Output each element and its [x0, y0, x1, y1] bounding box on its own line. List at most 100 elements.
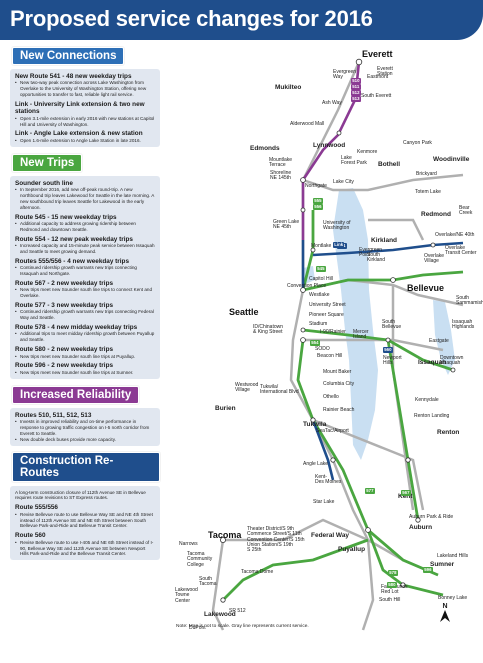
label-angle-lake: Angle Lake — [303, 461, 329, 467]
label-mukilteo: Mukilteo — [275, 84, 302, 91]
route-title: Routes 510, 511, 512, 513 — [15, 411, 92, 419]
label-issaquah: Issaquah — [418, 359, 447, 366]
route-badge-578: 578 — [388, 569, 398, 576]
label-south-kirkland: South Kirkland — [367, 252, 386, 264]
new-trip-routes — [222, 210, 464, 601]
label-evergreen-way: Evergreen Way — [333, 69, 357, 81]
label-sodo: SODO — [315, 346, 330, 352]
route-description: New trips meet new Sounder south line tr… — [15, 287, 155, 299]
label-federal-way: Federal Way — [311, 532, 350, 539]
route-description: Continued ridership growth warrants new … — [15, 265, 155, 277]
route-title: Sounder south line — [15, 179, 73, 187]
route-description: Invests in improved reliability and on-t… — [15, 419, 155, 437]
label-kent-des-moines: Kent- Des Moines — [315, 474, 342, 486]
label-seattle: Seattle — [229, 307, 259, 317]
label-othello: Othello — [323, 394, 339, 400]
map-svg — [163, 40, 464, 631]
label-mercer-island: Mercer Island — [353, 329, 369, 341]
label-tacoma-dome: Tacoma Dome — [241, 569, 274, 575]
route-badge-513: 513 — [351, 95, 361, 102]
label-puyallup: Puyallup — [338, 546, 366, 553]
label-star-lake: Star Lake — [313, 499, 335, 505]
label-lake-forest: Lake Forest Park — [341, 155, 367, 167]
route-title: Route 577 - 3 new weekday trips — [15, 301, 114, 309]
label-capitol-hill: Capitol Hill — [309, 276, 333, 282]
route-badge-567: 567 — [401, 489, 411, 496]
label-auburn-pr: Auburn Park & Ride — [409, 514, 454, 520]
label-westwood: Westwood Village — [235, 382, 259, 394]
label-totem-lake: Totem Lake — [415, 189, 441, 195]
new-connection-routes — [301, 240, 464, 481]
label-alderwood: Alderwood Mall — [290, 121, 325, 127]
label-bellevue: Bellevue — [407, 283, 445, 293]
label-auburn: Auburn — [409, 524, 433, 531]
label-lakewood: Lakewood — [204, 611, 236, 618]
label-montlake: Montlake — [311, 243, 332, 249]
route-badge-512: 512 — [351, 89, 361, 96]
label-beacon-hill: Beacon Hill — [317, 353, 343, 359]
label-kent: Kent — [398, 493, 413, 500]
label-kirkland: Kirkland — [371, 237, 398, 244]
label-tukwila-intl: Tukwila/ International Blvd — [260, 384, 299, 396]
route-title: Route 545 - 15 new weekday trips — [15, 213, 117, 221]
label-sumner: Sumner — [430, 561, 455, 568]
route-badge-555: 555 — [313, 197, 323, 204]
label-edmonds: Edmonds — [250, 145, 280, 152]
label-canyon-park: Canyon Park — [403, 140, 432, 146]
route-badge-510: 510 — [351, 77, 361, 84]
label-bear-creek: Bear Creek — [459, 205, 473, 217]
label-seatac: SeaTac/Airport — [316, 428, 349, 434]
north-arrow: N — [440, 603, 450, 624]
label-northgate: Northgate — [305, 183, 327, 189]
section-panel: Sounder south lineIn September 2016, add… — [10, 175, 160, 379]
route-description: Revise Bellevue route to use I-405 and N… — [15, 540, 155, 558]
section-heading: Construction Re-Routes — [12, 451, 160, 482]
route-title: Route 560 — [15, 532, 46, 540]
label-renton-landing: Renton Landing — [414, 413, 450, 419]
route-description: New double deck buses provide more capac… — [15, 437, 155, 443]
label-theater: Theater District/S 9th Commerce Street/S… — [247, 526, 305, 553]
label-eastgate: Eastgate — [429, 338, 449, 344]
section-panel: New Route 541 - 48 new weekday tripsNew … — [10, 69, 160, 147]
label-tukwila: Tukwila — [303, 421, 327, 428]
label-tcc: Tacoma Community College — [187, 551, 213, 568]
label-uw: University of Washington — [323, 220, 351, 232]
label-rainier-beach: Rainier Beach — [323, 407, 355, 413]
section-heading: New Connections — [12, 47, 125, 65]
map-note: Note: Map is not to scale. Gray line rep… — [176, 624, 309, 629]
label-everett: Everett — [362, 49, 393, 59]
route-description: Open 1.6-mile extension to Angle Lake St… — [15, 138, 155, 144]
label-evergreen-point: Evergreen Point — [359, 247, 383, 259]
route-description: Open 3.1-mile extension in early 2016 wi… — [15, 116, 155, 128]
label-south-everett: South Everett — [361, 93, 392, 99]
label-university-street: University Street — [309, 302, 346, 308]
label-south-hill: South Hill — [379, 597, 401, 603]
label-shoreline: Shoreline NE 145th — [270, 170, 292, 182]
route-description: New trips meet new Sounder south line tr… — [15, 370, 155, 376]
label-overlake-40th: Overlake/NE 40th — [435, 232, 475, 238]
puget-sound-water — [163, 40, 263, 560]
label-bothell: Bothell — [378, 161, 401, 168]
route-description: Additional trips to meet midday ridershi… — [15, 331, 155, 343]
label-eastmont: Eastmont — [367, 74, 389, 80]
label-brickyard: Brickyard — [416, 171, 437, 177]
label-narrows: Narrows — [179, 541, 198, 547]
label-south-sammamish: South Sammamish — [456, 295, 483, 307]
route-title: Route 567 - 2 new weekday trips — [15, 279, 114, 287]
label-overlake-tc: Overlake Transit Center — [445, 245, 477, 257]
route-title: Routes 555/556 - 4 new weekday trips — [15, 257, 130, 265]
label-downtown-issaquah: Downtown Issaquah — [440, 355, 464, 367]
service-map: Everett Seattle Bellevue Tacoma Mukilteo… — [163, 40, 483, 663]
label-i90-rainier: I-90/Rainier — [320, 329, 346, 335]
label-green-lake: Green Lake NE 45th — [273, 219, 300, 231]
station-markers — [220, 58, 456, 603]
label-woodinville: Woodinville — [433, 156, 470, 163]
section-panel: Routes 510, 511, 512, 513Invests in impr… — [10, 407, 160, 446]
label-lakewood-tc: Lakewood Towne Center — [175, 587, 198, 604]
route-badge-560: 560 — [383, 346, 393, 353]
north-letter: N — [442, 603, 448, 610]
label-ash-way: Ash Way — [322, 100, 342, 106]
label-south-bellevue: South Bellevue — [382, 319, 402, 331]
